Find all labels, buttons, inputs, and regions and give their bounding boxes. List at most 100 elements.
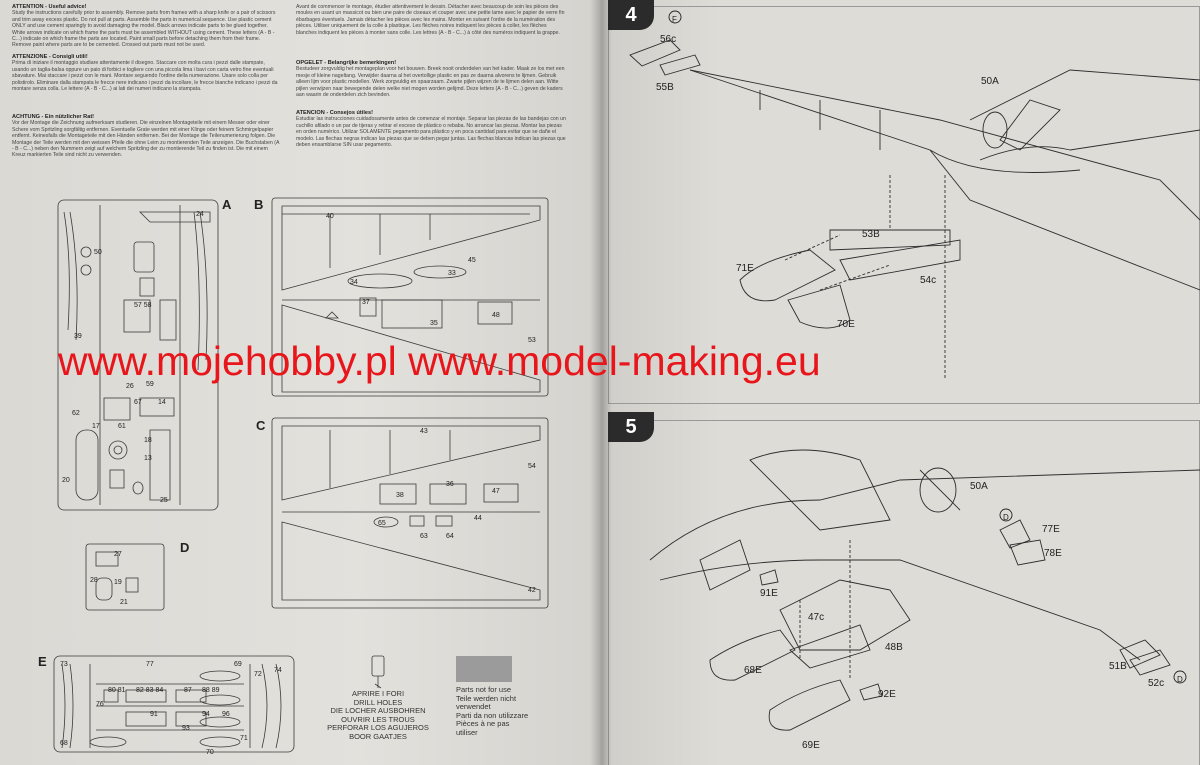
part-label: 44 xyxy=(474,515,482,522)
callout-68e: 68E xyxy=(744,665,762,676)
part-label: 19 xyxy=(114,579,122,586)
part-label: 47 xyxy=(492,488,500,495)
instruction-block-de: ACHTUNG - Ein nützlicher Rat! Vor der Mo… xyxy=(12,112,280,159)
callout-55b: 55B xyxy=(656,82,674,93)
drill-holes-legend: APRIRE I FORI DRILL HOLES DIE LOCHER AUS… xyxy=(327,689,429,741)
part-label: 82 83 84 xyxy=(136,687,163,694)
part-label: 88 89 xyxy=(202,687,220,694)
part-label: 61 xyxy=(118,423,126,430)
part-label: 80 81 xyxy=(108,687,126,694)
step-4-wing-drawing xyxy=(629,39,1200,380)
not-for-use-legend: Parts not for use Teile werden nicht ver… xyxy=(456,685,529,737)
part-label: 77 xyxy=(146,661,154,668)
callout-52c: 52c xyxy=(1148,678,1164,689)
callout-51b: 51B xyxy=(1109,661,1127,672)
part-label: 35 xyxy=(430,320,438,327)
frame-letter-e: E xyxy=(38,654,47,669)
part-label: 17 xyxy=(92,423,100,430)
assembly-drawings: F 56c 55B 50A 53B 71E 54c 70E 50A D 77E … xyxy=(629,10,1200,751)
callout-48b: 48B xyxy=(885,642,903,653)
frame-letter-d: D xyxy=(180,540,190,555)
callout-70e: 70E xyxy=(837,319,855,330)
callout-f: F xyxy=(672,15,677,24)
part-label: 71 xyxy=(240,735,248,742)
frame-letter-b: B xyxy=(254,197,264,212)
part-label: 27 xyxy=(114,551,122,558)
callout-78e: 78E xyxy=(1044,548,1062,559)
instruction-text: Vor der Montage die Zeichnung aufmerksam… xyxy=(12,120,280,159)
instruction-block-nl: OPGELET - Belangrijke bemerkingen! Bestu… xyxy=(296,58,566,98)
instruction-block-it: ATTENZIONE - Consigli utili! Prima di in… xyxy=(12,52,280,92)
part-label: 69 xyxy=(234,661,242,668)
part-label: 70 xyxy=(206,749,214,756)
page-spine xyxy=(590,0,612,765)
instruction-block-es: ATENCION - Consejos útiles! Estudiar las… xyxy=(296,108,566,148)
part-label: 87 xyxy=(184,687,192,694)
frame-a-sprue xyxy=(57,199,219,511)
part-label: 57 58 xyxy=(134,302,152,309)
instruction-heading: ACHTUNG - Ein nützlicher Rat! xyxy=(12,114,95,120)
callout-69e: 69E xyxy=(802,740,820,751)
part-label: 13 xyxy=(144,455,152,462)
callout-d-bottom: D xyxy=(1177,675,1183,684)
part-label: 21 xyxy=(120,599,128,606)
part-label: 72 xyxy=(254,671,262,678)
part-label: 43 xyxy=(420,428,428,435)
callout-54c: 54c xyxy=(920,275,936,286)
part-label: 14 xyxy=(158,399,166,406)
callout-50a: 50A xyxy=(981,76,999,87)
instruction-text: Avant de commencer le montage, étudier a… xyxy=(296,4,565,36)
step-5-number: 5 xyxy=(608,412,654,442)
part-label: 68 xyxy=(60,740,68,747)
instruction-block-en: ATTENTION - Useful advice! Study the ins… xyxy=(12,2,280,49)
right-page: 4 5 xyxy=(600,0,1200,765)
instruction-heading: OPGELET - Belangrijke bemerkingen! xyxy=(296,60,397,66)
part-label: 18 xyxy=(144,437,152,444)
part-label: 45 xyxy=(468,257,476,264)
part-label: 40 xyxy=(326,213,334,220)
callout-d-top: D xyxy=(1003,513,1009,522)
drill-icon xyxy=(371,655,385,689)
instruction-block-fr: Avant de commencer le montage, étudier a… xyxy=(296,2,566,36)
frame-letter-c: C xyxy=(256,418,266,433)
part-label: 36 xyxy=(446,481,454,488)
frame-b-sprue xyxy=(271,197,549,397)
part-label: 64 xyxy=(446,533,454,540)
part-label: 73 xyxy=(60,661,68,668)
instruction-heading: ATTENTION - Useful advice! xyxy=(12,4,87,10)
part-label: 74 xyxy=(274,667,282,674)
part-label: 33 xyxy=(448,270,456,277)
callout-92e: 92E xyxy=(878,689,896,700)
part-label: 59 xyxy=(146,381,154,388)
frame-c-sprue xyxy=(271,417,549,609)
frame-d-sprue xyxy=(85,543,165,611)
part-label: 76 xyxy=(96,701,104,708)
part-label: 20 xyxy=(62,477,70,484)
part-label: 63 xyxy=(420,533,428,540)
part-label: 96 xyxy=(222,711,230,718)
part-label: 48 xyxy=(492,312,500,319)
instruction-text: Estudiar las instrucciones cuidadosament… xyxy=(296,116,566,149)
part-label: 25 xyxy=(160,497,168,504)
part-label: 34 xyxy=(350,279,358,286)
part-label: 24 xyxy=(196,211,204,218)
part-label: 62 xyxy=(72,410,80,417)
instruction-heading: ATTENZIONE - Consigli utili! xyxy=(12,54,88,60)
part-label: 94 xyxy=(202,711,210,718)
frame-e-sprue xyxy=(53,655,295,753)
part-label: 39 xyxy=(74,333,82,340)
callout-47c: 47c xyxy=(808,612,824,623)
left-page: ATTENTION - Useful advice! Study the ins… xyxy=(0,0,600,765)
part-label: 28 xyxy=(90,577,98,584)
part-label: 26 xyxy=(126,383,134,390)
part-label: 54 xyxy=(528,463,536,470)
callout-91e: 91E xyxy=(760,588,778,599)
sprue-frames-drawing: 24 50 57 58 39 59 26 67 14 62 17 61 18 1… xyxy=(53,197,549,756)
step-4-number: 4 xyxy=(608,0,654,30)
part-label: 53 xyxy=(528,337,536,344)
callout-50a-step5: 50A xyxy=(970,481,988,492)
instruction-text: Study the instructions carefully prior t… xyxy=(12,10,276,49)
instruction-text: Bestudeer zorgvuldig het montageplan voo… xyxy=(296,66,565,99)
part-label: 91 xyxy=(150,711,158,718)
instruction-heading: ATENCION - Consejos útiles! xyxy=(296,110,373,116)
